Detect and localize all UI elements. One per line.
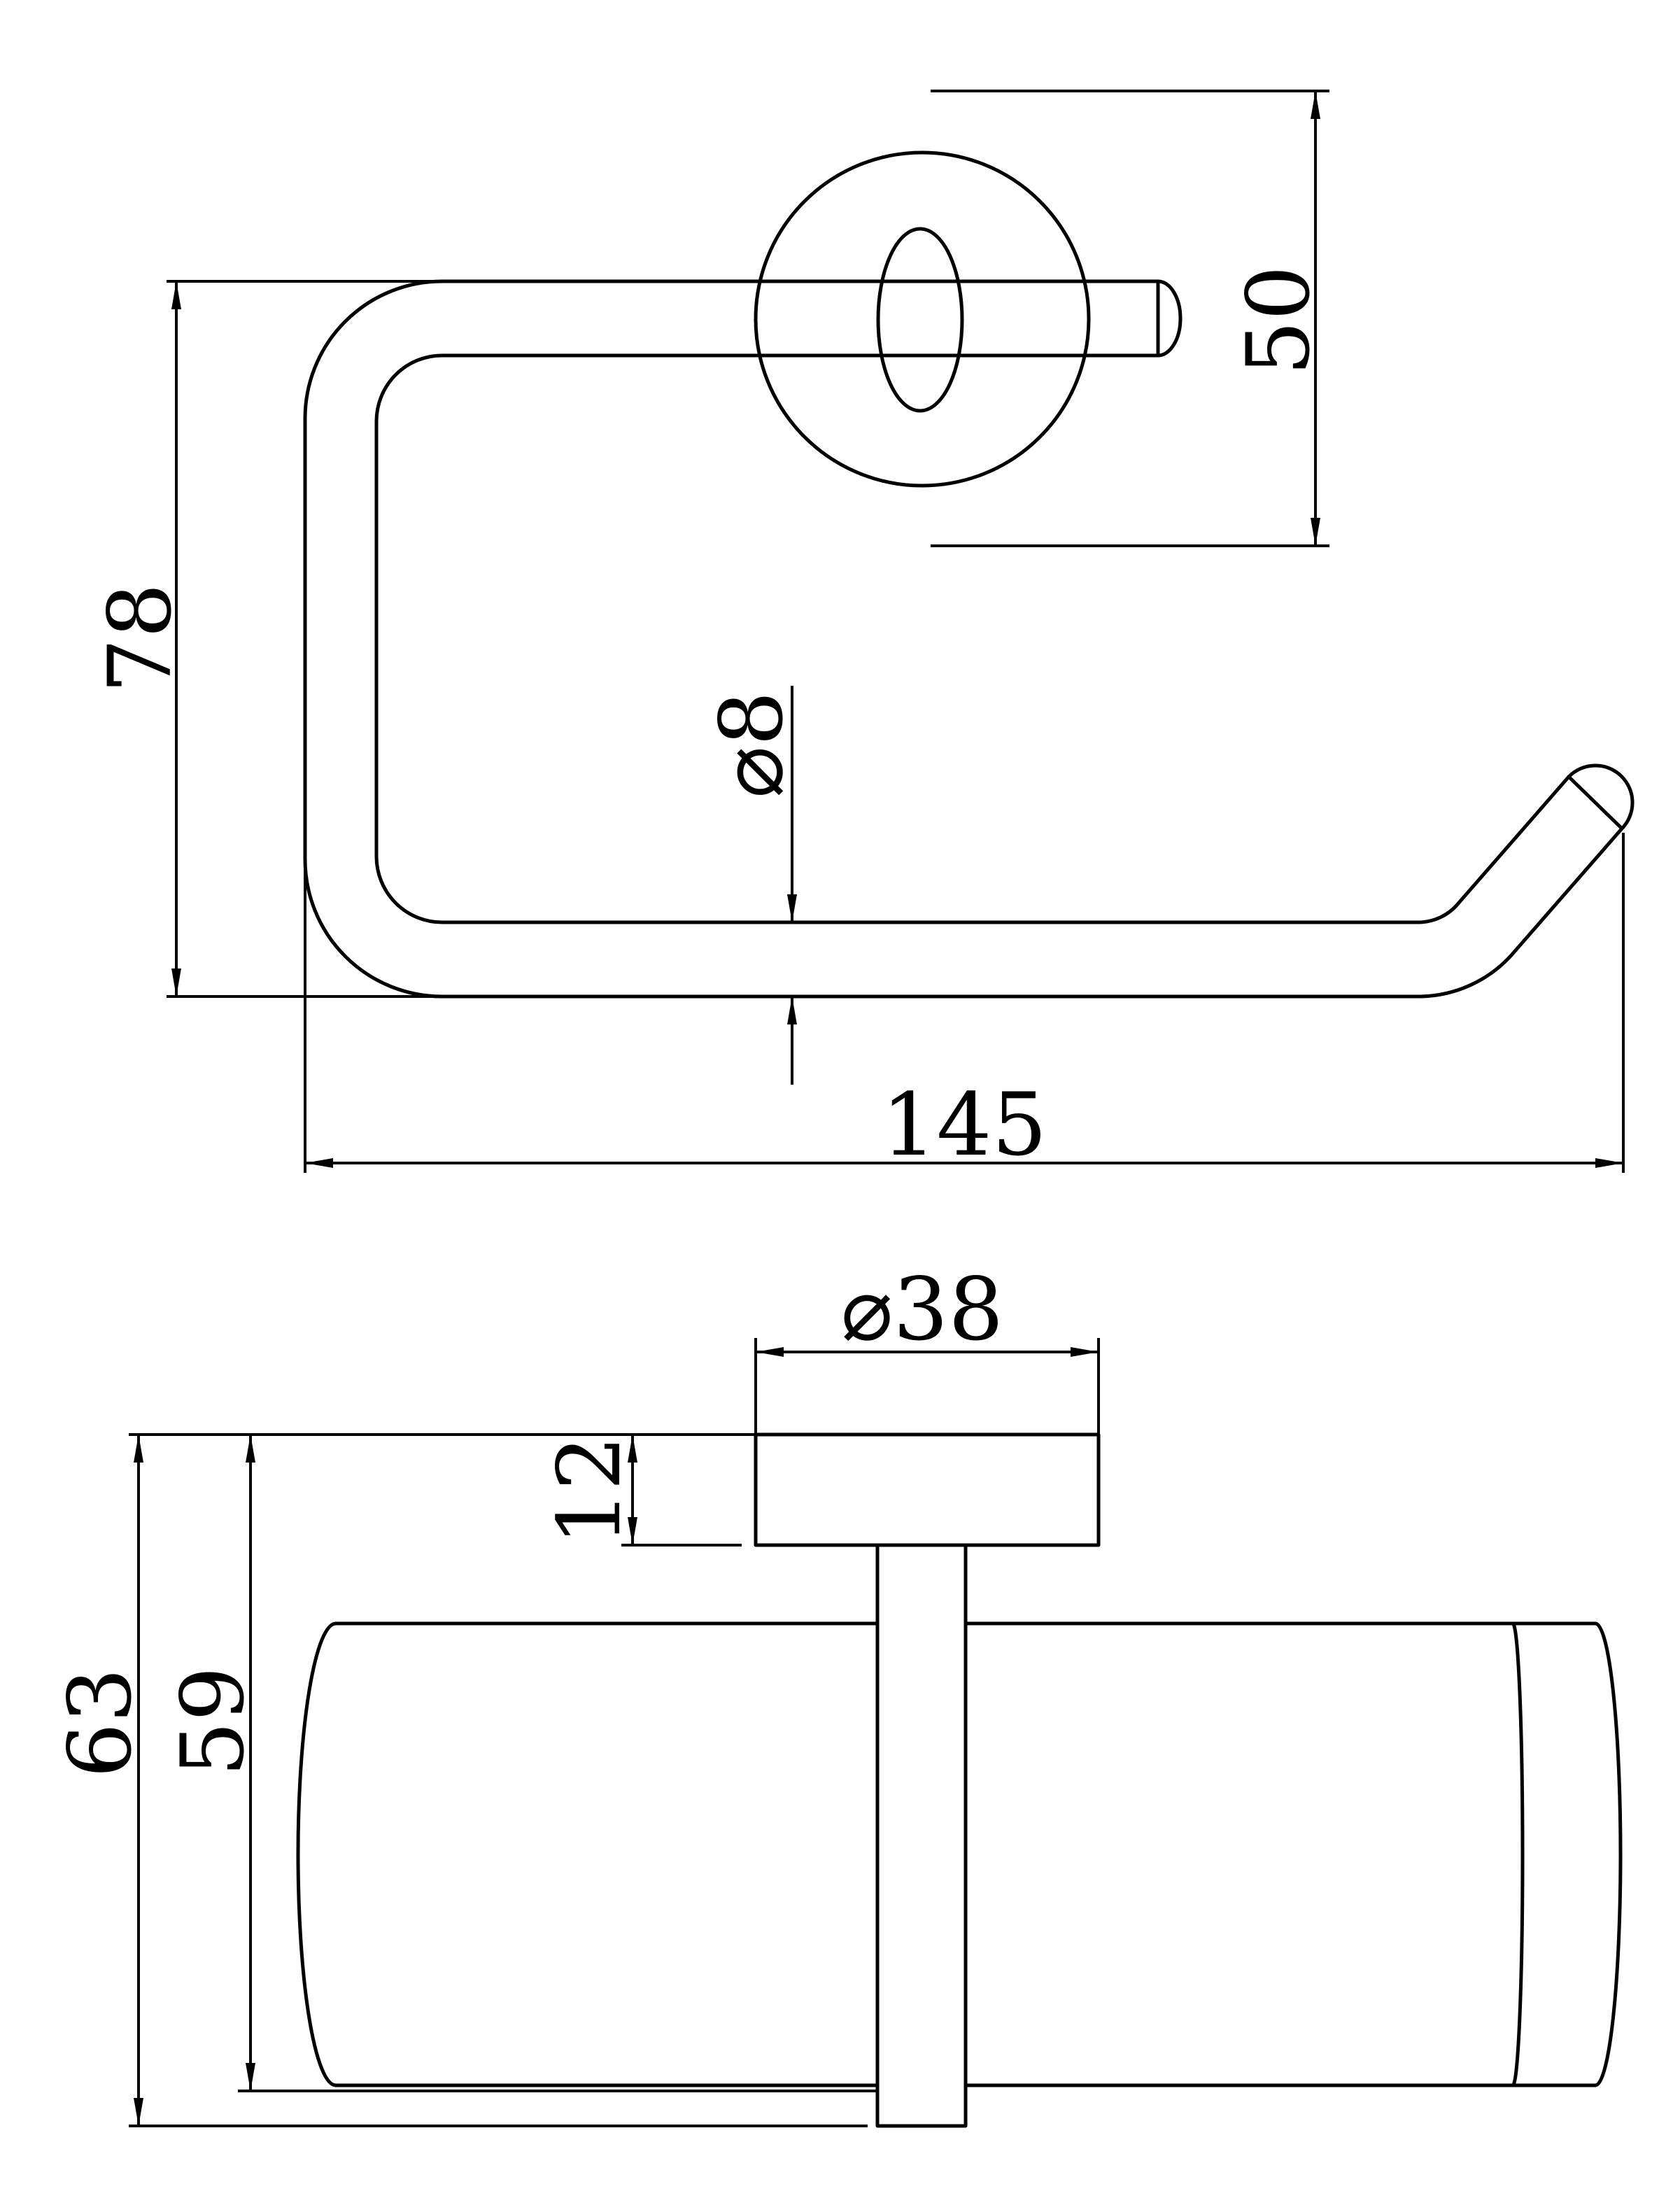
dim-label-38: ⌀38 — [841, 1260, 1003, 1360]
rod-end-dome-top — [1156, 279, 1183, 358]
dim-label-50: 50 — [1229, 265, 1329, 376]
dim-label-145: 145 — [882, 1075, 1047, 1176]
rod-left-cap — [296, 1621, 338, 2087]
rod-right-dome — [1593, 1621, 1623, 2087]
dim-label-59: 59 — [163, 1666, 264, 1777]
post — [875, 1543, 968, 2128]
top-view: 50 78 ⌀8 145 — [90, 90, 1635, 1176]
rosette-plate — [754, 1432, 1101, 1547]
rod-right-joint — [1511, 1621, 1525, 2087]
rosette-outline — [754, 150, 1091, 488]
dim-label-78: 78 — [90, 583, 191, 693]
rod-free-end-dome — [1567, 763, 1635, 831]
side-view: ⌀38 12 59 63 — [50, 1260, 1623, 2128]
dim-label-63: 63 — [50, 1668, 151, 1778]
rod-free-end-cut — [1567, 775, 1624, 831]
rod-junction-ellipse — [876, 227, 964, 413]
dim-label-8: ⌀8 — [702, 691, 803, 798]
holder-rod-outer — [303, 279, 1624, 999]
holder-rod-inner — [374, 353, 1571, 924]
dim-label-12: 12 — [539, 1435, 640, 1546]
